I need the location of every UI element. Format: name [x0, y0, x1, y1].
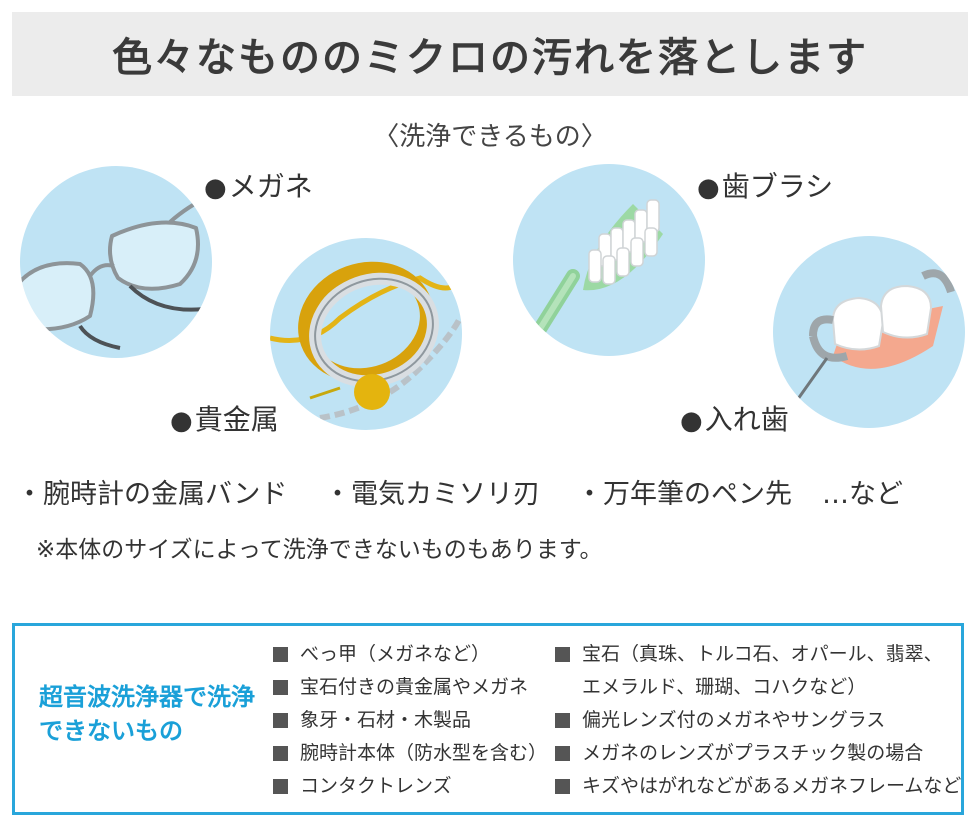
- square-bullet-icon: [273, 746, 288, 761]
- square-bullet-icon: [555, 713, 570, 728]
- eyeglasses-icon: [20, 166, 212, 358]
- item-label-denture: ●入れ歯: [680, 403, 789, 436]
- other-washable-items: ・腕時計の金属バンド ・電気カミソリ刃 ・万年筆のペン先 …など: [16, 472, 966, 511]
- list-item: 象牙・石材・木製品: [273, 704, 547, 737]
- extra-item: ・腕時計の金属バンド: [16, 479, 288, 510]
- denture-icon: [773, 236, 965, 428]
- list-item: 宝石（真珠、トルコ石、オパール、翡翠、: [555, 638, 961, 671]
- list-item: 偏光レンズ付のメガネやサングラス: [555, 704, 961, 737]
- page-title: 色々なもののミクロの汚れを落とします: [112, 35, 868, 81]
- extra-item: …など: [822, 479, 903, 510]
- list-item: メガネのレンズがプラスチック製の場合: [555, 737, 961, 770]
- square-bullet-icon: [273, 647, 288, 662]
- washable-subtitle: 〈洗浄できるもの〉: [373, 122, 607, 152]
- item-label-glasses: ●メガネ: [204, 170, 313, 203]
- list-item: キズやはがれなどがあるメガネフレームなど: [555, 770, 961, 803]
- not-washable-left-list: べっ甲（メガネなど） 宝石付きの貴金属やメガネ 象牙・石材・木製品 腕時計本体（…: [273, 638, 547, 803]
- list-item: 宝石付きの貴金属やメガネ: [273, 671, 547, 704]
- not-washable-title: 超音波洗浄器で洗浄できないもの: [39, 683, 255, 745]
- item-label-jewelry: ●貴金属: [170, 403, 279, 436]
- extra-item: ・万年筆のペン先: [576, 479, 792, 510]
- extra-item: ・電気カミソリ刃: [324, 479, 540, 510]
- ring-necklace-icon: [270, 238, 462, 430]
- list-item: 腕時計本体（防水型を含む）: [273, 737, 547, 770]
- toothbrush-icon: [513, 164, 705, 356]
- square-bullet-icon: [273, 680, 288, 695]
- not-washable-right-list: 宝石（真珠、トルコ石、オパール、翡翠、 エメラルド、珊瑚、コハクなど） 偏光レン…: [555, 638, 961, 803]
- item-label-toothbrush: ●歯ブラシ: [697, 170, 834, 203]
- square-bullet-icon: [555, 746, 570, 761]
- size-note: ※本体のサイズによって洗浄できないものもあります。: [36, 537, 603, 563]
- list-item: エメラルド、珊瑚、コハクなど）: [582, 676, 867, 698]
- list-item: コンタクトレンズ: [273, 770, 547, 803]
- square-bullet-icon: [273, 713, 288, 728]
- square-bullet-icon: [555, 647, 570, 662]
- square-bullet-icon: [555, 779, 570, 794]
- list-item: べっ甲（メガネなど）: [273, 638, 547, 671]
- not-washable-box: 超音波洗浄器で洗浄できないもの べっ甲（メガネなど） 宝石付きの貴金属やメガネ …: [12, 623, 964, 815]
- title-banner: 色々なもののミクロの汚れを落とします: [12, 12, 968, 96]
- square-bullet-icon: [273, 779, 288, 794]
